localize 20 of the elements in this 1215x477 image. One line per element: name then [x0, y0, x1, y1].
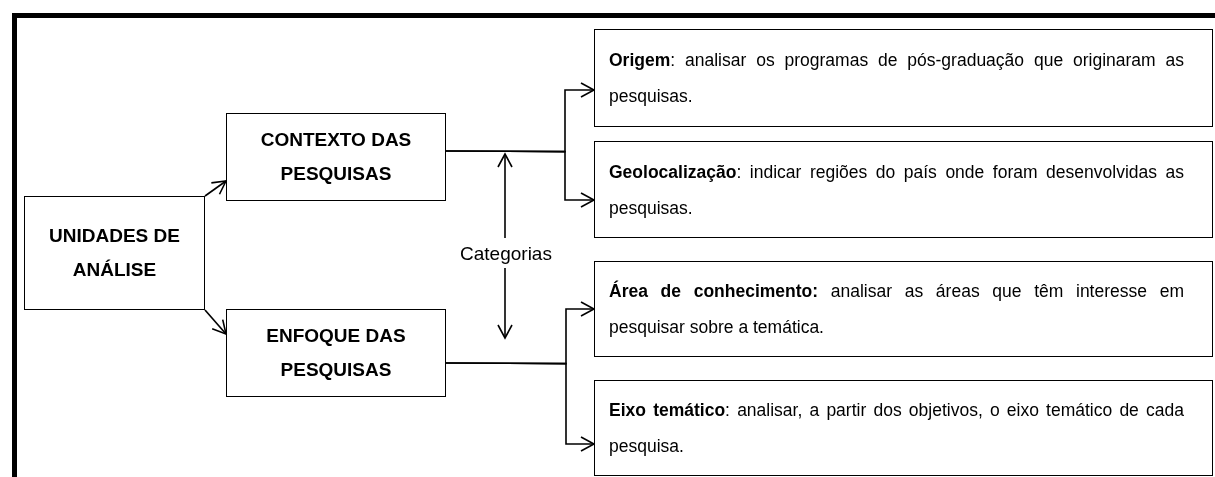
box-title: UNIDADES DE ANÁLISE	[48, 224, 181, 282]
arrow	[204, 180, 227, 197]
description-box	[594, 141, 1213, 238]
unit-box	[24, 196, 205, 310]
description-text: Área de conhecimento: analisar as áreas que têm interesse em pesquisar sobre a temática.	[609, 279, 1184, 339]
arrow	[497, 267, 513, 339]
box-title: ENFOQUE DAS PESQUISAS	[265, 324, 407, 382]
unit-box	[226, 113, 446, 201]
description-text: Geolocalização: indicar regiões do país onde foram desenvolvidas as pesquisas.	[609, 160, 1184, 220]
description-text: Origem: analisar os programas de pós-graduação que originaram as pesquisas.	[609, 49, 1184, 108]
arrow	[497, 153, 513, 239]
unit-box	[226, 309, 446, 397]
description-box	[594, 380, 1213, 476]
description-box	[594, 261, 1213, 357]
arrow	[204, 309, 227, 335]
description-box	[594, 29, 1213, 127]
description-text: Eixo temático: analisar, a partir dos objetivos, o eixo temático de cada pesquisa.	[609, 399, 1184, 458]
box-title: CONTEXTO DAS PESQUISAS	[259, 128, 413, 186]
arrow	[445, 362, 595, 452]
arrow	[445, 150, 595, 208]
